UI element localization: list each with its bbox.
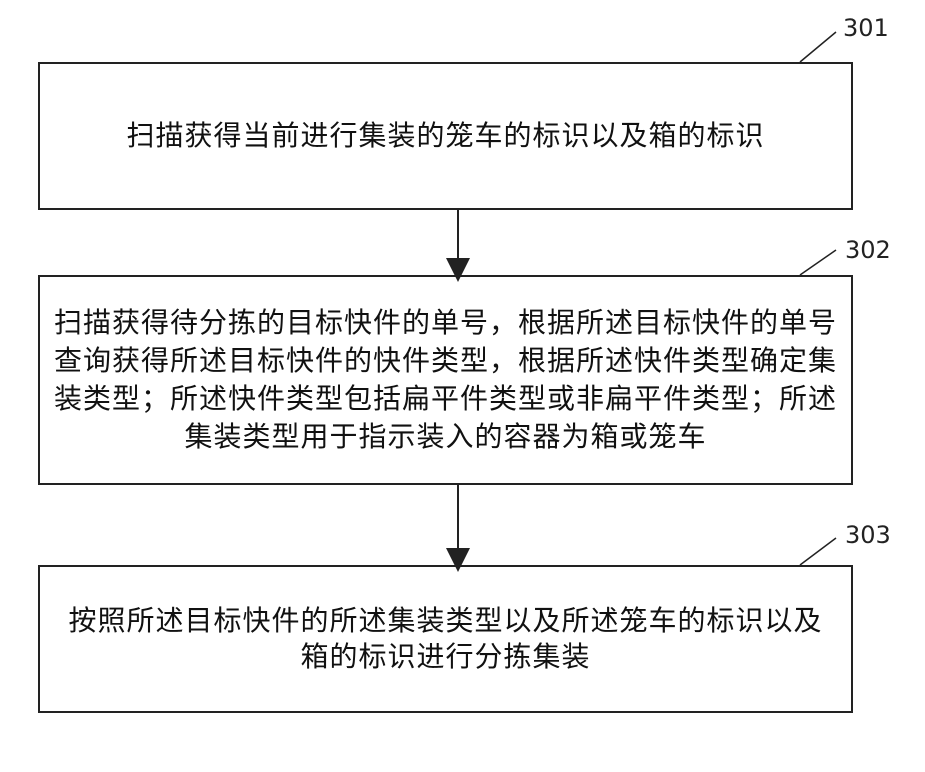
step-number-301: 301 [843,14,889,42]
step-text-302: 扫描获得待分拣的目标快件的单号，根据所述目标快件的单号查询获得所述目标快件的快件… [54,304,837,456]
step-number-303: 303 [845,521,891,549]
step-box-301: 扫描获得当前进行集装的笼车的标识以及箱的标识 [38,62,853,210]
step-text-301: 扫描获得当前进行集装的笼车的标识以及箱的标识 [126,118,764,154]
leader-line-301 [800,32,836,62]
step-box-303: 按照所述目标快件的所述集装类型以及所述笼车的标识以及箱的标识进行分拣集装 [38,565,853,713]
leader-line-303 [800,538,836,565]
step-box-302: 扫描获得待分拣的目标快件的单号，根据所述目标快件的单号查询获得所述目标快件的快件… [38,275,853,485]
step-text-303: 按照所述目标快件的所述集装类型以及所述笼车的标识以及箱的标识进行分拣集装 [60,603,831,675]
step-number-302: 302 [845,236,891,264]
leader-line-302 [800,250,836,275]
